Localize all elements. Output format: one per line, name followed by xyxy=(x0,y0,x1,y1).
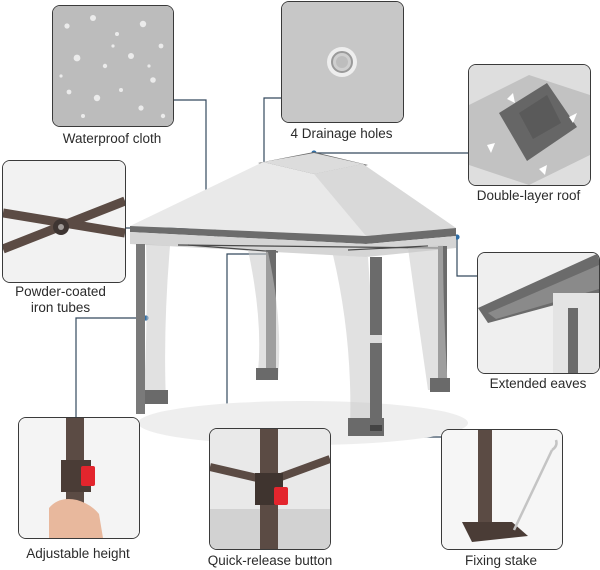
quick-release-label: Quick-release button xyxy=(207,553,333,568)
iron-tubes-panel xyxy=(2,160,126,283)
drainage-hole-image xyxy=(282,2,403,122)
fixing-stake-image xyxy=(442,430,562,549)
waterproof-cloth-label: Waterproof cloth xyxy=(62,131,162,146)
adjustable-height-panel xyxy=(18,417,140,539)
double-roof-image xyxy=(469,65,590,185)
extended-eaves-panel xyxy=(477,252,600,374)
iron-tubes-image xyxy=(3,161,125,282)
double-layer-roof-panel xyxy=(468,64,591,186)
extended-eaves-label: Extended eaves xyxy=(489,376,587,391)
quick-release-panel xyxy=(209,428,331,550)
quick-release-image xyxy=(210,429,330,549)
water-droplets-image xyxy=(53,6,173,126)
fixing-stake-label: Fixing stake xyxy=(464,553,538,568)
adjustable-height-label: Adjustable height xyxy=(26,546,130,561)
iron-tubes-label: Powder-coated iron tubes xyxy=(15,284,106,315)
gazebo-illustration xyxy=(130,152,468,445)
extended-eaves-image xyxy=(478,253,599,373)
adjustable-height-image xyxy=(19,418,139,538)
drainage-holes-panel xyxy=(281,1,404,123)
fixing-stake-panel xyxy=(441,429,563,550)
waterproof-cloth-panel xyxy=(52,5,174,127)
drainage-holes-label: 4 Drainage holes xyxy=(290,126,393,141)
double-layer-roof-label: Double-layer roof xyxy=(476,188,581,203)
